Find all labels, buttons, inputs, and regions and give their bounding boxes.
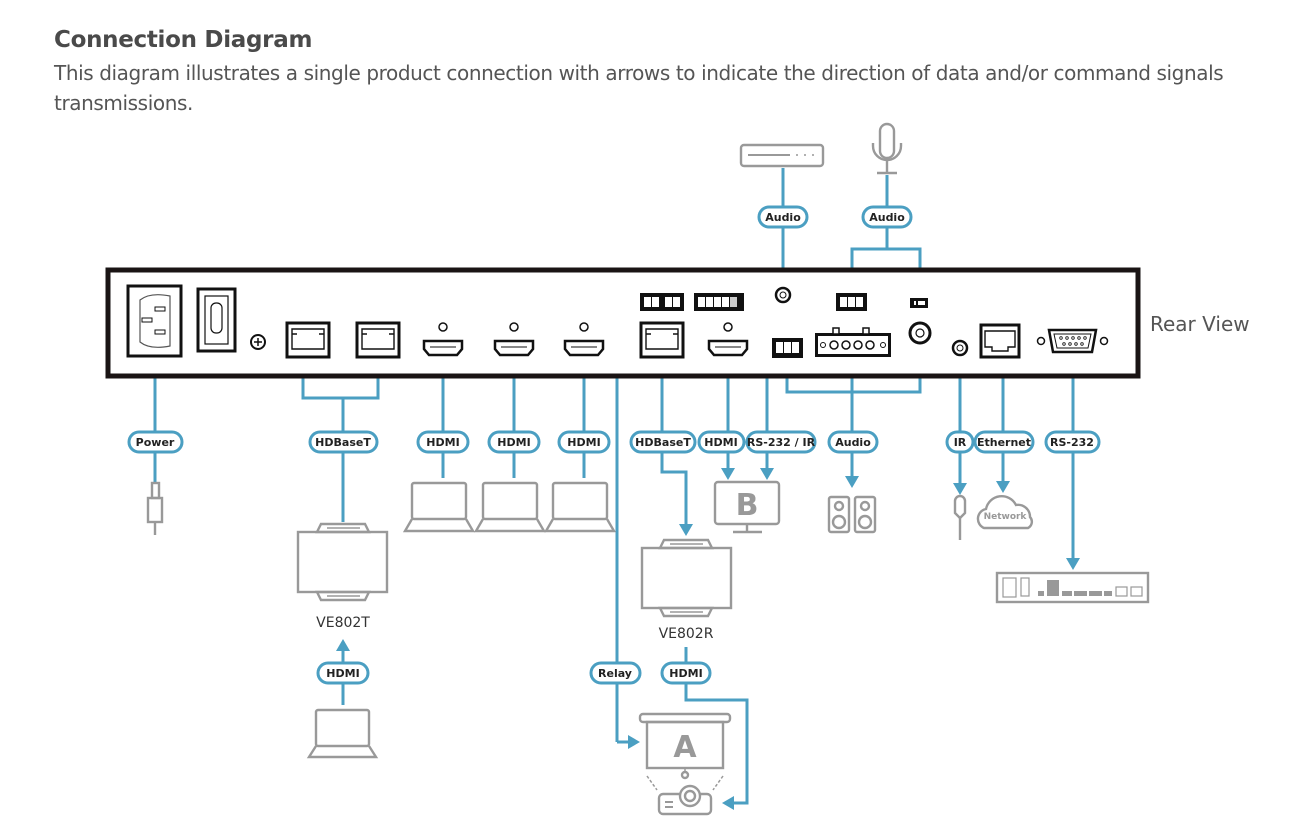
microphone-icon xyxy=(871,122,903,175)
wires xyxy=(153,168,1080,810)
hdbaset-input-port-2[interactable] xyxy=(355,321,401,359)
connection-label-text: HDBaseT xyxy=(635,436,691,449)
label-ir: IR xyxy=(945,430,975,454)
arrow-rs232-ir-out xyxy=(760,468,774,480)
rear-view-label: Rear View xyxy=(1150,312,1250,336)
connection-label-text: RS-232 / IR xyxy=(747,436,816,449)
network-cloud-icon: Network xyxy=(976,494,1033,530)
connection-label-text: Audio xyxy=(765,211,801,224)
wire-hdbaset-in-merge xyxy=(301,365,380,400)
arrow-ir-down xyxy=(953,483,967,495)
network-label: Network xyxy=(984,512,1028,522)
audio-input-jack[interactable] xyxy=(774,286,792,304)
label-rs232: RS-232 xyxy=(1044,430,1101,454)
label-ethernet: Ethernet xyxy=(973,430,1035,454)
label-hdmi-1: HDMI xyxy=(416,430,470,454)
connection-label-text: HDMI xyxy=(326,667,359,680)
peripherals: VE802T VE802R xyxy=(146,122,1150,816)
rear-panel: Rear View xyxy=(105,267,1250,379)
connection-label-text: Audio xyxy=(835,436,871,449)
connection-label-text: HDMI xyxy=(669,667,702,680)
power-switch[interactable] xyxy=(196,287,237,353)
ve802t-extender-icon xyxy=(296,522,389,602)
mic-terminal[interactable] xyxy=(836,293,867,311)
rs232-ir-terminal[interactable] xyxy=(694,293,744,311)
ir-receiver-icon xyxy=(953,494,967,540)
laptop-icon xyxy=(402,481,476,533)
power-inlet-port[interactable] xyxy=(126,284,183,358)
arrow-audio-out xyxy=(845,476,859,488)
arrow-hdmi-out xyxy=(721,468,735,480)
screen-a-label: A xyxy=(673,730,697,765)
hdmi-input-port-2[interactable] xyxy=(493,322,535,357)
connection-labels: Power HDBaseT HDMI HDMI HDMI HDBaseT HDM… xyxy=(127,205,1101,685)
label-relay: Relay xyxy=(589,661,642,685)
label-audio-out: Audio xyxy=(827,430,879,454)
label-ve802t-hdmi: HDMI xyxy=(316,661,370,685)
audio-3pin-terminal[interactable] xyxy=(772,338,803,358)
hdmi-input-port-1[interactable] xyxy=(422,322,464,357)
ground-screw-icon xyxy=(250,334,266,350)
hdbaset-output-port[interactable] xyxy=(639,321,685,359)
arrow-rs232-down xyxy=(1066,558,1080,570)
connection-label-text: HDBaseT xyxy=(315,436,371,449)
control-device-icon xyxy=(995,571,1150,604)
ve802t-label: VE802T xyxy=(316,615,370,631)
audio-player-icon xyxy=(739,143,825,168)
hdmi-output-port[interactable] xyxy=(707,322,749,357)
display-b-label: B xyxy=(736,488,759,523)
hdbaset-input-port-1[interactable] xyxy=(285,321,331,359)
arrow-relay-out xyxy=(628,735,640,749)
label-rs232-ir: RS-232 / IR xyxy=(745,430,817,454)
label-hdmi-3: HDMI xyxy=(557,430,611,454)
connection-label-text: Audio xyxy=(869,211,905,224)
connection-label-text: IR xyxy=(954,436,967,449)
arrow-hdbaset-out xyxy=(679,524,693,536)
connection-label-text: HDMI xyxy=(497,436,530,449)
audio-output-terminal[interactable] xyxy=(815,327,891,357)
projector-icon xyxy=(646,775,724,816)
connection-label-text: HDMI xyxy=(426,436,459,449)
arrow-projector xyxy=(722,796,734,810)
hdmi-input-port-3[interactable] xyxy=(563,322,605,357)
rs232-port[interactable] xyxy=(1036,328,1109,354)
mic-jack[interactable] xyxy=(908,321,932,345)
connection-label-text: HDMI xyxy=(704,436,737,449)
label-ve802r-hdmi: HDMI xyxy=(660,661,712,685)
connection-label-text: HDMI xyxy=(567,436,600,449)
connection-label-text: Power xyxy=(136,436,175,449)
page-description: This diagram illustrates a single produc… xyxy=(54,61,1224,115)
connection-label-text: Relay xyxy=(598,667,632,680)
ve802r-extender-icon xyxy=(640,538,733,618)
label-audio-in-1: Audio xyxy=(757,205,809,229)
label-audio-in-2: Audio xyxy=(861,205,913,229)
laptop-icon xyxy=(473,481,547,533)
label-hdmi-2: HDMI xyxy=(487,430,541,454)
connection-label-text: Ethernet xyxy=(977,436,1031,449)
laptop-icon xyxy=(543,481,617,533)
mic-switch[interactable] xyxy=(910,298,928,308)
relay-terminal[interactable] xyxy=(640,293,684,311)
device-chassis xyxy=(105,267,1141,379)
page-title: Connection Diagram xyxy=(54,27,313,53)
label-power: Power xyxy=(127,430,184,454)
label-hdbaset-in: HDBaseT xyxy=(308,430,379,454)
laptop-icon xyxy=(306,708,379,759)
ethernet-port[interactable] xyxy=(979,323,1021,359)
wire-hdbaset-out xyxy=(660,350,688,526)
label-hdmi-out: HDMI xyxy=(697,430,746,454)
projection-screen-a-icon: A xyxy=(638,712,732,780)
ir-jack[interactable] xyxy=(951,339,969,357)
ve802r-label: VE802R xyxy=(659,626,714,642)
speakers-icon xyxy=(827,495,877,534)
label-hdbaset-out: HDBaseT xyxy=(629,430,697,454)
power-cord-icon xyxy=(146,481,164,535)
connection-label-text: RS-232 xyxy=(1050,436,1094,449)
arrow-ethernet-down xyxy=(996,481,1010,493)
arrow-ve802t-hdmi xyxy=(336,639,350,651)
display-b-icon: B xyxy=(713,480,781,534)
